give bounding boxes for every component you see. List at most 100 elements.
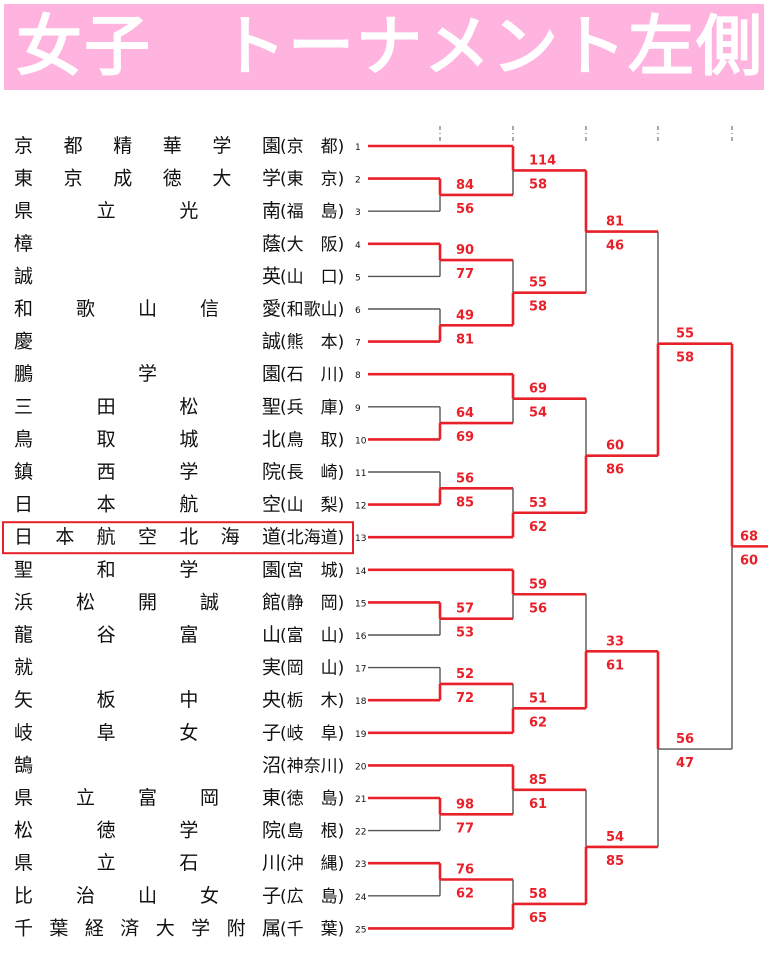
team-prefecture: (宮 城) xyxy=(280,561,344,581)
team-name-char: 女 xyxy=(200,885,219,907)
team-name-char: 中 xyxy=(179,689,198,711)
team-prefecture: (島 根) xyxy=(280,822,344,842)
team-prefecture: (神奈川) xyxy=(280,756,344,776)
score-label: 84 xyxy=(456,178,474,193)
team-name-char: 三 xyxy=(14,396,33,418)
team-name-char: 県 xyxy=(14,787,33,809)
team-seed-number: 12 xyxy=(355,502,366,512)
score-label: 55 xyxy=(529,276,547,291)
team-name-char: 富 xyxy=(138,787,157,809)
team-name-char: 城 xyxy=(179,428,198,450)
team-seed-number: 1 xyxy=(355,143,361,153)
team-name-char: 学 xyxy=(262,168,281,190)
score-label: 56 xyxy=(456,202,474,217)
score-label: 57 xyxy=(456,602,474,617)
team-name-char: 松 xyxy=(76,591,95,613)
title-banner: 女子 トーナメント左側 xyxy=(4,4,764,90)
team-name-char: 歌 xyxy=(76,298,95,320)
team-name-char: 信 xyxy=(200,298,219,320)
team-name-char: 大 xyxy=(212,168,231,190)
team-prefecture: (栃 木) xyxy=(280,691,344,711)
score-label: 85 xyxy=(606,854,624,869)
score-label: 58 xyxy=(676,351,694,366)
team-name-char: 属 xyxy=(262,917,281,939)
team-name-char: 子 xyxy=(262,722,281,744)
score-label: 52 xyxy=(456,667,474,682)
team-name-char: 空 xyxy=(138,526,157,548)
team-seed-number: 17 xyxy=(355,665,366,675)
team-name-char: 学 xyxy=(179,820,198,842)
score-label: 61 xyxy=(606,658,624,673)
score-label: 81 xyxy=(606,215,624,230)
team-name-char: 経 xyxy=(85,917,104,939)
team-prefecture: (長 崎) xyxy=(280,463,344,483)
team-seed-number: 25 xyxy=(355,925,366,935)
page-title: 女子 トーナメント左側 xyxy=(16,8,764,85)
score-label: 58 xyxy=(529,887,547,902)
score-label: 72 xyxy=(456,691,474,706)
team-prefecture: (広 島) xyxy=(280,887,344,907)
team-prefecture: (山 梨) xyxy=(280,496,344,516)
team-seed-number: 20 xyxy=(355,762,367,772)
team-name-char: 園 xyxy=(262,559,281,581)
team-name-char: 空 xyxy=(262,494,281,516)
team-name-char: 阜 xyxy=(97,722,116,744)
team-name-char: 立 xyxy=(97,852,116,874)
team-name-char: 女 xyxy=(179,722,198,744)
team-prefecture: (徳 島) xyxy=(280,789,344,809)
team-name-char: 園 xyxy=(262,135,281,157)
team-name-char: 山 xyxy=(262,624,281,646)
team-name-char: 山 xyxy=(138,885,157,907)
team-name-char: 航 xyxy=(179,494,198,516)
team-name-char: 院 xyxy=(262,820,281,842)
team-name-char: 附 xyxy=(227,917,246,939)
team-name-char: 誠 xyxy=(14,265,33,287)
score-label: 53 xyxy=(529,496,547,511)
team-name-char: 日 xyxy=(14,494,33,516)
team-name-char: 沼 xyxy=(262,754,281,776)
score-label: 62 xyxy=(456,887,474,902)
score-label: 85 xyxy=(529,773,547,788)
team-prefecture: (和歌山) xyxy=(280,300,344,320)
team-name-char: 本 xyxy=(55,526,74,548)
team-name-char: 岡 xyxy=(200,787,219,809)
team-name-char: 松 xyxy=(179,396,198,418)
team-name-char: 京 xyxy=(14,135,33,157)
team-name-char: 英 xyxy=(262,265,281,287)
score-label: 58 xyxy=(529,300,547,315)
highlight-box xyxy=(2,521,354,555)
score-label: 33 xyxy=(606,634,624,649)
team-name-char: 学 xyxy=(179,559,198,581)
team-name-char: 千 xyxy=(14,917,33,939)
team-name-char: 立 xyxy=(97,200,116,222)
team-name-char: 県 xyxy=(14,200,33,222)
team-name-char: 院 xyxy=(262,461,281,483)
team-name-char: 学 xyxy=(212,135,231,157)
team-name-char: 西 xyxy=(97,461,116,483)
team-seed-number: 24 xyxy=(355,893,367,903)
team-seed-number: 14 xyxy=(355,567,367,577)
team-name-char: 和 xyxy=(97,559,116,581)
score-label: 60 xyxy=(606,439,624,454)
team-name-char: 富 xyxy=(179,624,198,646)
team-name-char: 航 xyxy=(97,526,116,548)
team-name-char: 学 xyxy=(138,363,157,385)
score-label: 62 xyxy=(529,715,547,730)
score-label: 51 xyxy=(529,691,547,706)
score-label: 90 xyxy=(456,243,474,258)
team-name-char: 本 xyxy=(97,494,116,516)
team-name-char: 龍 xyxy=(14,624,33,646)
team-name-char: 田 xyxy=(97,396,116,418)
team-name-char: 学 xyxy=(179,461,198,483)
score-label: 55 xyxy=(676,327,694,342)
team-prefecture: (福 島) xyxy=(280,202,344,222)
team-prefecture: (京 都) xyxy=(280,137,344,157)
team-name-char: 日 xyxy=(14,526,33,548)
score-label: 54 xyxy=(529,406,547,421)
team-prefecture: (山 口) xyxy=(280,267,344,287)
team-prefecture: (兵 庫) xyxy=(280,398,344,418)
team-name-char: 華 xyxy=(163,135,182,157)
team-seed-number: 6 xyxy=(355,306,361,316)
team-prefecture: (岐 阜) xyxy=(280,724,344,744)
